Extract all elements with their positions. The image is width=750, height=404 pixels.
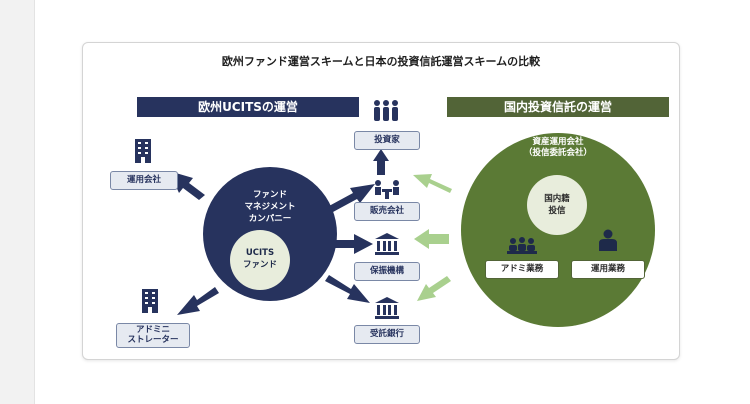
ucits-fund-circle: UCITS ファンド: [230, 230, 290, 290]
bank-icon: [375, 297, 399, 323]
arrow-distributor-to-investor: [373, 149, 389, 175]
domestic-fund-line-2: 投信: [548, 206, 566, 216]
arrow-to-trustee-bank: [325, 275, 370, 303]
investment-company-box: 運用会社: [110, 171, 178, 190]
team-icon: [507, 237, 537, 259]
page-sidebar: [0, 0, 35, 404]
domestic-banner: 国内投資信託の運営: [447, 97, 669, 117]
asset-manager-line-2: （投信委託会社）: [523, 148, 592, 158]
investor-box: 投資家: [354, 131, 420, 150]
building-icon: [134, 139, 152, 167]
arrow-to-distributor: [329, 184, 375, 212]
flow-arrows: [169, 149, 452, 315]
building-icon: [141, 289, 159, 317]
management-company-label: ファンド マネジメント カンパニー: [203, 189, 337, 225]
domestic-fund-line-1: 国内籍: [544, 194, 570, 204]
people-icon: [373, 99, 399, 127]
meeting-icon: [373, 179, 401, 203]
arrow-to-administrator: [177, 287, 219, 315]
trustee-bank-box: 受託銀行: [354, 325, 420, 344]
ucits-fund-line-1: UCITS: [245, 248, 275, 258]
ucits-fund-line-2: ファンド: [242, 260, 277, 270]
green-arrow-to-distributor: [413, 174, 452, 193]
ucits-banner: 欧州UCITSの運営: [137, 97, 359, 117]
arrow-to-investment-company: [169, 171, 205, 200]
management-company-line-1: ファンド: [252, 190, 287, 200]
bank-icon: [375, 233, 399, 259]
admin-operations-box: アドミ業務: [485, 260, 559, 279]
asset-manager-line-1: 資産運用会社: [532, 137, 584, 147]
investment-operations-box: 運用業務: [571, 260, 645, 279]
management-company-line-2: マネジメント: [244, 202, 296, 212]
distributor-box: 販売会社: [354, 202, 420, 221]
green-arrow-to-depository: [414, 229, 449, 249]
administrator-line-2: ストレーター: [127, 335, 179, 345]
green-arrow-to-trustee-bank: [417, 276, 451, 301]
comparison-diagram-card: 欧州ファンド運営スキームと日本の投資信託運営スキームの比較 欧州UCITSの運営…: [82, 42, 680, 360]
depository-box: 保振機構: [354, 262, 420, 281]
administrator-box: アドミニ ストレーター: [116, 323, 190, 348]
asset-manager-label: 資産運用会社 （投信委託会社）: [461, 137, 655, 159]
diagram-title: 欧州ファンド運営スキームと日本の投資信託運営スキームの比較: [221, 55, 541, 68]
management-company-line-3: カンパニー: [248, 214, 292, 224]
administrator-line-1: アドミニ: [135, 325, 170, 335]
domestic-fund-circle: 国内籍 投信: [527, 175, 587, 235]
arrow-to-depository: [332, 234, 373, 254]
person-icon: [599, 229, 617, 255]
